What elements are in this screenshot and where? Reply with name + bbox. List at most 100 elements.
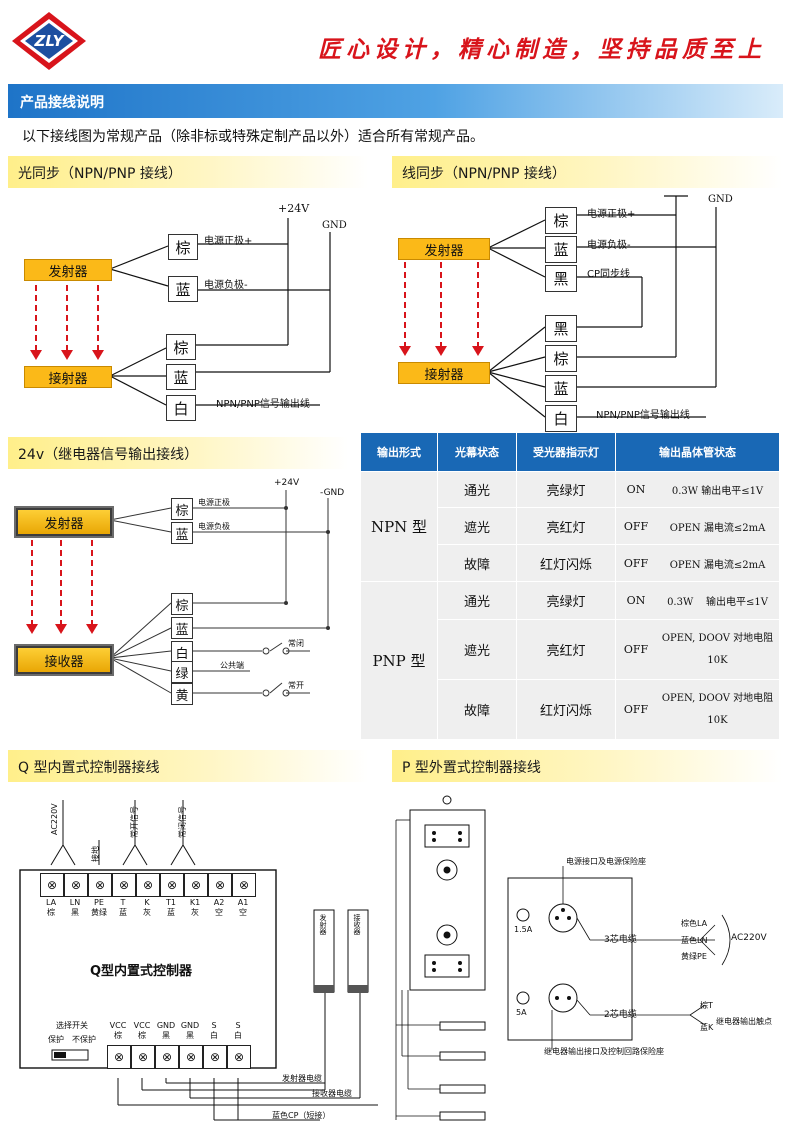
relay-nc-label: 常闭	[288, 639, 304, 648]
p-t: 棕T	[700, 1001, 713, 1010]
light-out-label: NPN/PNP信号输出线	[216, 399, 310, 410]
line-blue-1: 蓝	[545, 236, 577, 263]
terminal[interactable]: ⊗	[107, 1045, 131, 1069]
terminal[interactable]: ⊗	[232, 873, 256, 897]
terminal[interactable]: ⊗	[88, 873, 112, 897]
relay-gnd: -GND	[320, 488, 345, 498]
terminal[interactable]: ⊗	[179, 1045, 203, 1069]
table-cell: 故障	[437, 679, 517, 740]
table-cell: 红灯闪烁	[516, 679, 616, 740]
relay-brown-2: 棕	[171, 593, 193, 615]
terminal[interactable]: ⊗	[155, 1045, 179, 1069]
line-cp-label: CP同步线	[587, 269, 631, 280]
table-cell: 红灯闪烁	[516, 544, 616, 582]
section-line-sync: 线同步（NPN/PNP 接线）	[392, 156, 782, 188]
table-header: 输出形式	[360, 432, 438, 472]
q-bottom-terminals: ⊗⊗⊗ ⊗⊗⊗	[107, 1045, 251, 1069]
line-gnd: GND	[708, 194, 733, 205]
terminal[interactable]: ⊗	[184, 873, 208, 897]
terminal[interactable]: ⊗	[136, 873, 160, 897]
status-table: 输出形式 光幕状态 受光器指示灯 输出晶体管状态 NPN 型 通光 亮绿灯 ON…	[360, 432, 780, 740]
table-cell: OFF	[623, 556, 649, 570]
terminal[interactable]: ⊗	[40, 873, 64, 897]
line-pos-label: 电源正极+	[587, 209, 636, 220]
p-fuse2: 5A	[516, 1008, 527, 1017]
company-logo: ZLY	[12, 12, 86, 70]
p-relay-if: 继电器输出接口及控制回路保险座	[544, 1047, 664, 1056]
q-emit-cable: 发射器电缆	[282, 1074, 322, 1083]
table-cell: 亮绿灯	[516, 471, 616, 508]
p-k: 蓝K	[700, 1023, 714, 1032]
line-black-1: 黑	[545, 265, 577, 292]
table-row: 故障 红灯闪烁 OFF OPEN 漏电流≤2mA	[361, 544, 780, 582]
p-relay: 继电器输出触点	[716, 1017, 772, 1026]
relay-neg-label: 电源负极	[198, 522, 230, 531]
q-top-terminals: ⊗⊗⊗ ⊗⊗⊗ ⊗⊗⊗	[40, 873, 256, 897]
light-blue-1: 蓝	[168, 276, 198, 302]
relay-emitter: 发射器	[14, 506, 114, 538]
table-cell: 10K	[707, 714, 728, 726]
section-p-type: P 型外置式控制器接线	[392, 750, 782, 782]
table-cell: 0.3W 输出电平≤1V	[671, 486, 764, 497]
light-24v: +24V	[278, 202, 310, 215]
table-type-pnp: PNP 型	[360, 581, 438, 740]
table-header-row: 输出形式 光幕状态 受光器指示灯 输出晶体管状态	[360, 432, 780, 472]
light-pos-label: 电源正极+	[204, 236, 253, 247]
q-recv-cable: 接收器电缆	[312, 1089, 352, 1098]
light-gnd: GND	[322, 220, 347, 231]
p-pe: 黄绿PE	[681, 952, 707, 961]
q-controller-title: Q型内置式控制器	[90, 964, 193, 979]
table-cell: 亮红灯	[516, 619, 616, 680]
relay-com-label: 公共端	[220, 661, 244, 670]
terminal[interactable]: ⊗	[227, 1045, 251, 1069]
terminal[interactable]: ⊗	[112, 873, 136, 897]
section-relay: 24v（继电器信号输出接线）	[8, 437, 348, 469]
p-power-if: 电源接口及电源保险座	[566, 857, 646, 866]
relay-yellow: 黄	[171, 683, 193, 705]
terminal[interactable]: ⊗	[64, 873, 88, 897]
table-type-npn: NPN 型	[360, 471, 438, 582]
q-emitter-vertical: 发射器	[319, 914, 327, 935]
light-brown-1: 棕	[168, 234, 198, 260]
p-ln: 蓝色LN	[681, 936, 708, 945]
terminal[interactable]: ⊗	[131, 1045, 155, 1069]
q-receiver-vertical: 接收器	[353, 914, 361, 935]
table-cell: OPEN, DOOV 对地电阻	[661, 632, 774, 644]
p-ac: AC220V	[731, 933, 767, 943]
light-receiver: 接射器	[24, 366, 112, 388]
relay-24v: +24V	[274, 478, 300, 488]
q-no-protect-label: 不保护	[72, 1035, 96, 1044]
terminal[interactable]: ⊗	[208, 873, 232, 897]
relay-receiver: 接收器	[14, 644, 114, 676]
line-brown-1: 棕	[545, 207, 577, 234]
relay-no-label: 常开	[288, 681, 304, 690]
line-brown-2: 棕	[545, 345, 577, 372]
line-white: 白	[545, 405, 577, 432]
p-fuse1: 1.5A	[514, 925, 533, 934]
q-cp-label: 蓝色CP（短接）	[272, 1111, 331, 1120]
table-cell: OFF	[623, 519, 649, 533]
relay-pos-label: 电源正极	[198, 498, 230, 507]
table-cell: 10K	[707, 654, 728, 666]
terminal[interactable]: ⊗	[160, 873, 184, 897]
terminal[interactable]: ⊗	[203, 1045, 227, 1069]
line-receiver: 接射器	[398, 362, 490, 384]
table-cell: 故障	[437, 544, 517, 582]
table-cell: 遮光	[437, 619, 517, 680]
